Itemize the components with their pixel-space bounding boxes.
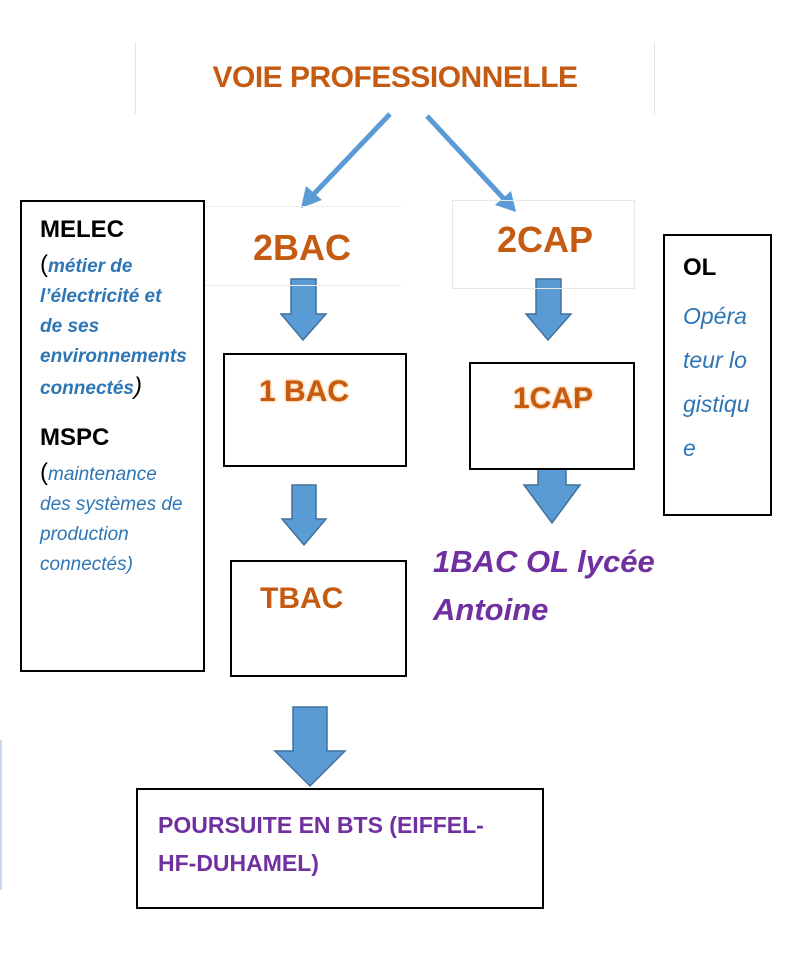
poursuite-box: POURSUITE EN BTS (EIFFEL-HF-DUHAMEL) (136, 788, 544, 909)
arrow-title-to-2bac (301, 112, 392, 208)
level-1cap-label: 1CAP (513, 382, 594, 415)
melec-description-text: métier de l’électricité et de ses enviro… (40, 256, 187, 399)
mspc-heading: MSPC (40, 424, 110, 451)
level-1bac-box: 1 BAC (223, 353, 407, 467)
ol-heading: OL (683, 254, 717, 281)
melec-description: (métier de l’électricité et de ses envir… (40, 251, 187, 400)
level-1bac-label: 1 BAC (259, 375, 350, 408)
ol-description: Opérateur logistique (683, 303, 750, 461)
right-panel: OL Opérateur logistique (663, 234, 772, 516)
arrow-title-to-2cap (425, 114, 516, 212)
arrow-1bac-to-tbac (280, 484, 328, 547)
level-2bac-label: 2BAC (253, 227, 352, 268)
arrow-2bac-to-1bac (279, 278, 328, 342)
mspc-description-text: maintenance des systèmes de production c… (40, 464, 183, 575)
ol-destination-label: 1BAC OL lycée Antoine (433, 544, 655, 627)
level-2cap-box: 2CAP (452, 200, 635, 289)
level-tbac-box: TBAC (230, 560, 407, 677)
level-1cap-box: 1CAP (469, 362, 635, 470)
poursuite-label: POURSUITE EN BTS (EIFFEL-HF-DUHAMEL) (158, 812, 484, 876)
mspc-description: (maintenance des systèmes de production … (40, 459, 183, 575)
melec-heading: MELEC (40, 216, 124, 243)
left-panel: MELEC (métier de l’électricité et de ses… (20, 200, 205, 672)
level-2cap-label: 2CAP (497, 219, 594, 260)
level-tbac-label: TBAC (260, 582, 344, 615)
page-title: VOIE PROFESSIONNELLE (135, 42, 655, 114)
arrow-2cap-to-1cap (524, 278, 573, 342)
left-edge-line (0, 740, 2, 890)
arrow-tbac-to-poursuite (273, 706, 347, 788)
level-2bac-box: 2BAC (205, 206, 401, 286)
